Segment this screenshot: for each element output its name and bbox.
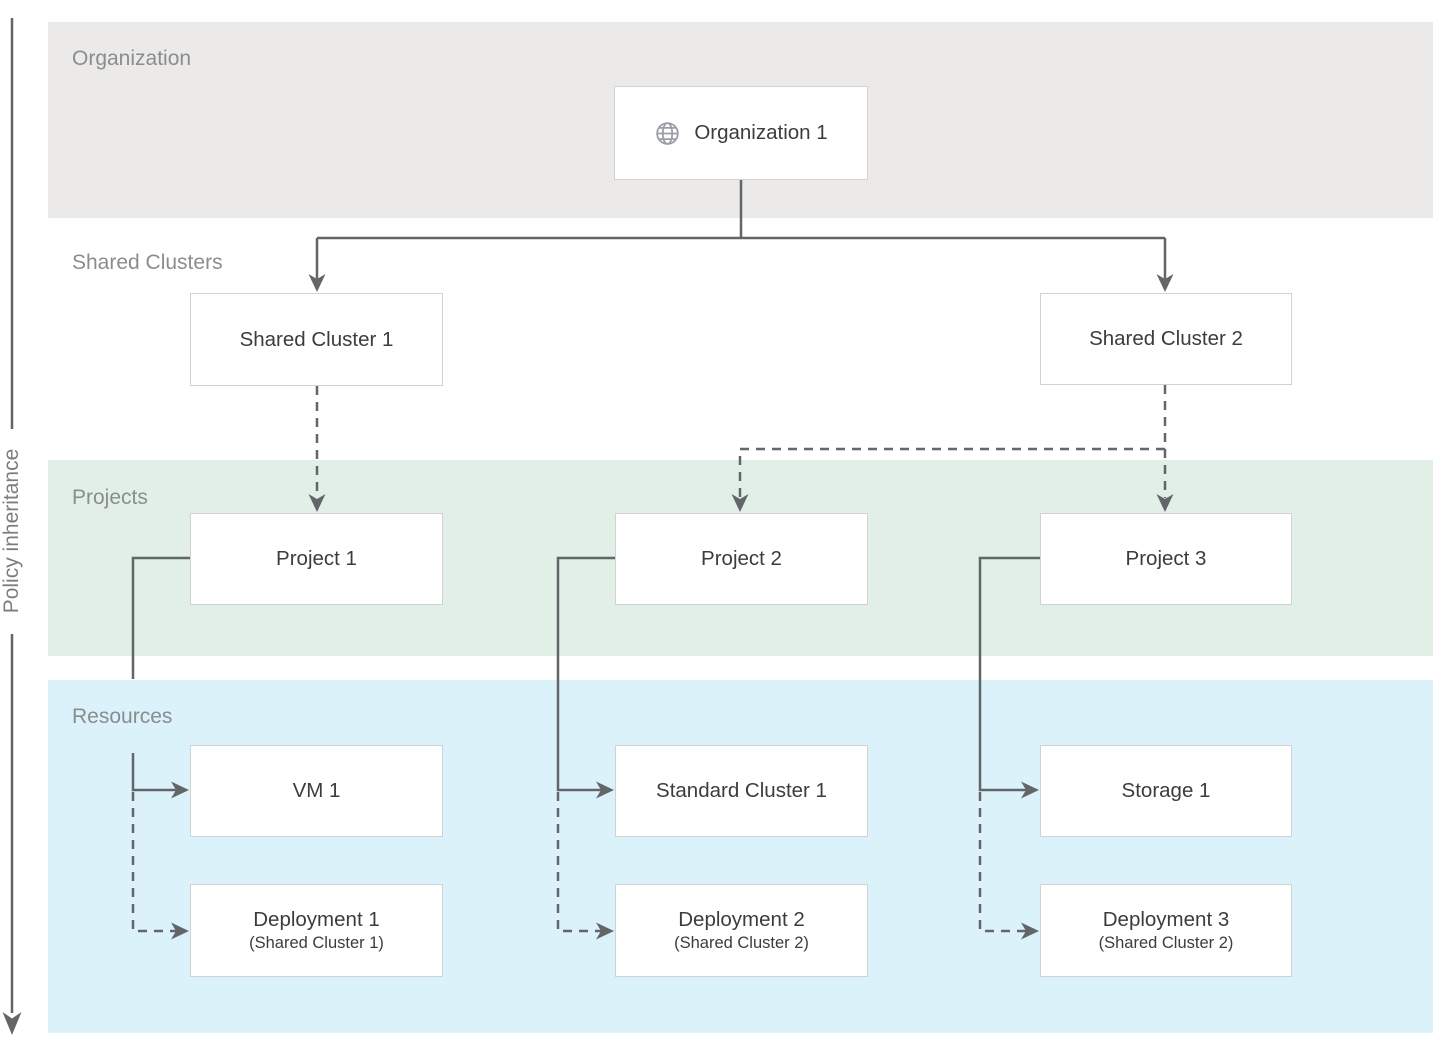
node-sublabel: (Shared Cluster 1) — [249, 934, 384, 952]
projects-band-label: Projects — [72, 486, 148, 509]
node-label: Deployment 1 — [253, 908, 380, 931]
globe-icon — [654, 120, 681, 147]
resources-band-label: Resources — [72, 705, 173, 728]
shared-cluster-2-node: Shared Cluster 2 — [1040, 293, 1292, 385]
storage-1-node: Storage 1 — [1040, 745, 1292, 837]
standard-cluster-1-node: Standard Cluster 1 — [615, 745, 868, 837]
deployment-1-node: Deployment 1 (Shared Cluster 1) — [190, 884, 443, 977]
node-label: Deployment 3 — [1102, 908, 1230, 931]
node-label: Organization 1 — [694, 121, 828, 144]
shared-cluster-1-node: Shared Cluster 1 — [190, 293, 443, 386]
policy-inheritance-label: Policy inheritance — [0, 448, 23, 614]
node-label: Storage 1 — [1121, 779, 1211, 802]
node-label: Project 1 — [276, 547, 357, 570]
resources-band: Resources — [48, 680, 1433, 1033]
project-1-node: Project 1 — [190, 513, 443, 605]
node-label: Project 2 — [701, 547, 782, 570]
organization-band-label: Organization — [72, 47, 192, 70]
shared-clusters-label: Shared Clusters — [72, 251, 223, 274]
node-label: Shared Cluster 1 — [239, 327, 394, 351]
project-3-node: Project 3 — [1040, 513, 1292, 605]
project-2-node: Project 2 — [615, 513, 868, 605]
node-sublabel: (Shared Cluster 2) — [674, 934, 809, 952]
node-sublabel: (Shared Cluster 2) — [1098, 934, 1234, 952]
node-label: Deployment 2 — [678, 908, 805, 931]
node-label: Project 3 — [1125, 547, 1207, 570]
node-label: Standard Cluster 1 — [656, 779, 827, 802]
deployment-3-node: Deployment 3 (Shared Cluster 2) — [1040, 884, 1292, 977]
deployment-2-node: Deployment 2 (Shared Cluster 2) — [615, 884, 868, 977]
organization-1-node: Organization 1 — [614, 86, 868, 180]
node-label: VM 1 — [292, 779, 341, 802]
vm-1-node: VM 1 — [190, 745, 443, 837]
node-label: Shared Cluster 2 — [1089, 327, 1243, 350]
